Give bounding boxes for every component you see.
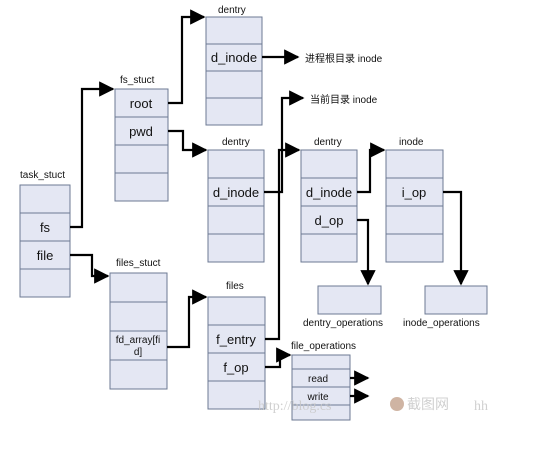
- inode-i-op-cell: [385, 177, 444, 207]
- dentry-file-d-inode-label: d_inode: [306, 185, 352, 200]
- files-cell: [207, 380, 266, 410]
- files: files f_entry f_op: [207, 281, 266, 410]
- files-cell: [207, 296, 266, 326]
- connectors: [70, 9, 469, 404]
- dentry-file-cell: [300, 149, 358, 179]
- file-to-files-struct-arrow: [70, 253, 110, 284]
- f-entry-to-dentry-arrow: [265, 142, 301, 341]
- file-operations-cell: [291, 404, 351, 421]
- fs-to-fs-struct-arrow: [70, 81, 115, 229]
- dentry-operations: dentry_operations: [303, 285, 383, 329]
- dentry-file-cell: [300, 233, 358, 263]
- watermark-logo-text: 截图网: [407, 397, 449, 413]
- fs-struct-cell: [114, 172, 169, 202]
- d-inode-to-inode-arrow: [357, 142, 386, 194]
- files-struct-cell: [109, 272, 168, 303]
- dentry-pwd: dentry d_inode 当前目录 inode: [207, 93, 378, 263]
- inode: inode i_op: [385, 137, 444, 263]
- files-struct-cell: [109, 359, 168, 390]
- files-title: files: [226, 281, 244, 292]
- files-struct-cell: [109, 301, 168, 332]
- file-operations-title: file_operations: [291, 341, 356, 352]
- files-f-op-label: f_op: [223, 360, 248, 375]
- d-op-to-dentry-operations-arrow: [357, 218, 376, 286]
- dentry-pwd-d-inode-label: d_inode: [213, 185, 259, 200]
- file-operations-cell: [291, 354, 351, 370]
- dentry-file-title: dentry: [314, 137, 342, 148]
- inode-operations: inode_operations: [403, 285, 488, 329]
- dentry-pwd-title: dentry: [222, 137, 250, 148]
- i-op-to-inode-operations-arrow: [443, 190, 469, 286]
- fs-struct: fs_stuct root pwd: [114, 75, 169, 202]
- dentry-root-cell: [205, 70, 263, 99]
- inode-title: inode: [399, 137, 424, 148]
- task-struct-title: task_stuct: [20, 170, 65, 181]
- dentry-pwd-cell: [207, 233, 265, 263]
- inode-i-op-label: i_op: [402, 185, 427, 200]
- inode-cell: [385, 205, 444, 235]
- pwd-inode-annotation: 当前目录 inode: [310, 93, 378, 106]
- files-struct-title: files_stuct: [116, 258, 161, 269]
- task-struct: task_stuct fs file: [19, 170, 71, 298]
- task-struct-file-label: file: [37, 248, 54, 263]
- fs-struct-cell: [114, 144, 169, 174]
- dentry-file: dentry d_inode d_op: [300, 137, 358, 263]
- files-struct-fd-array-label-cont: d]: [134, 347, 143, 358]
- watermark-url-left: http://blog.cs: [258, 399, 332, 414]
- fd-array-to-files-arrow: [167, 289, 208, 349]
- inode-operations-box: [424, 285, 488, 315]
- task-struct-fs-cell: [19, 212, 71, 242]
- inode-cell: [385, 233, 444, 263]
- dentry-file-d-op-label: d_op: [315, 213, 344, 228]
- fs-struct-title: fs_stuct: [120, 75, 155, 86]
- dentry-pwd-cell: [207, 149, 265, 179]
- fs-struct-root-label: root: [130, 96, 153, 111]
- files-struct-fd-array-label: fd_array[fi: [116, 335, 160, 346]
- fs-struct-pwd-label: pwd: [129, 124, 153, 139]
- files-f-op-cell: [207, 352, 266, 382]
- dentry-operations-label: dentry_operations: [303, 318, 383, 329]
- dentry-pwd-cell: [207, 205, 265, 235]
- watermark-url-right: hh: [474, 399, 488, 414]
- dentry-root-d-inode-label: d_inode: [211, 50, 257, 65]
- pwd-to-dentry-arrow: [168, 129, 208, 158]
- files-struct: files_stuct fd_array[fi d]: [109, 258, 168, 390]
- dentry-root: dentry d_inode 进程根目录 inode: [205, 5, 383, 126]
- pwd-inode-arrow: [264, 90, 305, 194]
- task-struct-fs-label: fs: [40, 220, 51, 235]
- task-struct-cell: [19, 184, 71, 214]
- task-struct-cell: [19, 268, 71, 298]
- files-f-entry-label: f_entry: [216, 332, 256, 347]
- inode-operations-label: inode_operations: [403, 318, 480, 329]
- file-operations-read-label: read: [308, 374, 328, 385]
- inode-cell: [385, 149, 444, 179]
- root-inode-annotation: 进程根目录 inode: [305, 52, 383, 65]
- task-struct-file-cell: [19, 240, 71, 270]
- watermark-logo-icon: [390, 397, 404, 411]
- dentry-root-cell: [205, 97, 263, 126]
- dentry-operations-box: [317, 285, 382, 315]
- file-operations: file_operations read write: [291, 341, 356, 421]
- f-op-to-file-operations-arrow: [265, 347, 292, 369]
- dentry-root-title: dentry: [218, 5, 246, 16]
- file-operations-write-label: write: [306, 392, 329, 403]
- watermark: http://blog.cs 截图网 hh: [258, 397, 488, 414]
- root-to-dentry-arrow: [168, 9, 206, 105]
- dentry-root-cell: [205, 16, 263, 45]
